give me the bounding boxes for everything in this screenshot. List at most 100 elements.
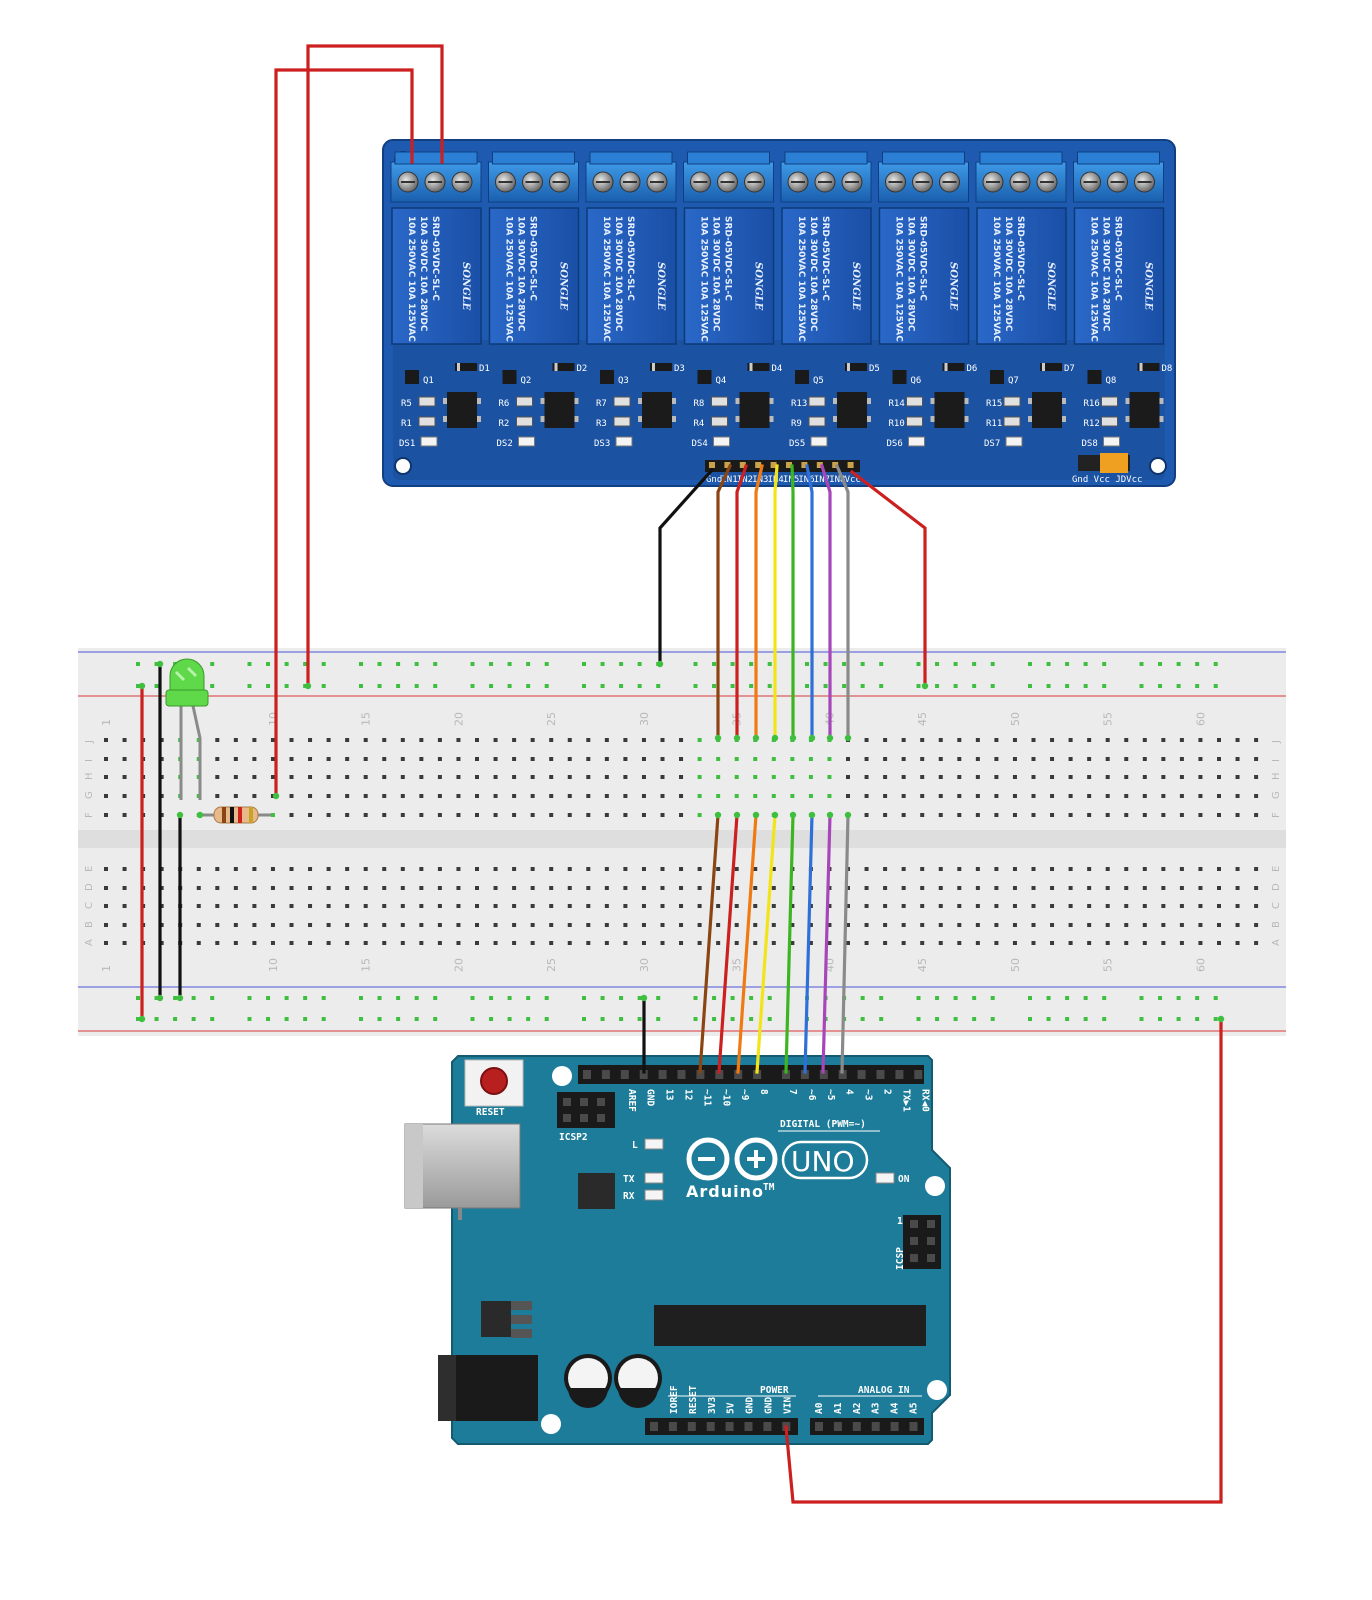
breadboard-hole[interactable] xyxy=(1105,757,1110,761)
rail-hole[interactable] xyxy=(749,684,754,688)
breadboard-hole[interactable] xyxy=(827,794,832,798)
breadboard-hole[interactable] xyxy=(289,775,294,779)
breadboard-hole[interactable] xyxy=(1050,886,1055,890)
rail-hole[interactable] xyxy=(544,1017,549,1021)
rail-hole[interactable] xyxy=(284,1017,289,1021)
breadboard-hole[interactable] xyxy=(104,813,108,817)
breadboard-hole[interactable] xyxy=(437,738,442,742)
breadboard-hole[interactable] xyxy=(901,738,906,742)
breadboard-hole[interactable] xyxy=(883,813,888,817)
breadboard-hole[interactable] xyxy=(215,757,220,761)
breadboard-hole[interactable] xyxy=(901,941,906,945)
rail-hole[interactable] xyxy=(396,1017,401,1021)
breadboard-hole[interactable] xyxy=(437,904,442,908)
rail-hole[interactable] xyxy=(433,662,438,666)
breadboard-hole[interactable] xyxy=(994,886,999,890)
breadboard-hole[interactable] xyxy=(1050,775,1055,779)
breadboard-hole[interactable] xyxy=(1068,904,1073,908)
breadboard-hole[interactable] xyxy=(437,923,442,927)
rail-hole[interactable] xyxy=(1158,996,1163,1000)
breadboard-hole[interactable] xyxy=(456,813,461,817)
breadboard-hole[interactable] xyxy=(1217,923,1221,927)
breadboard-hole[interactable] xyxy=(549,794,554,798)
rail-hole[interactable] xyxy=(730,996,735,1000)
breadboard-hole[interactable] xyxy=(975,738,980,742)
breadboard-hole[interactable] xyxy=(753,886,758,890)
breadboard-hole[interactable] xyxy=(920,775,925,779)
breadboard-hole[interactable] xyxy=(308,923,313,927)
breadboard-hole[interactable] xyxy=(233,738,238,742)
rail-hole[interactable] xyxy=(879,996,884,1000)
breadboard-hole[interactable] xyxy=(382,738,387,742)
breadboard-hole[interactable] xyxy=(1254,923,1259,927)
breadboard-hole[interactable] xyxy=(1198,813,1203,817)
breadboard-hole[interactable] xyxy=(1198,867,1203,871)
breadboard-hole[interactable] xyxy=(326,775,331,779)
breadboard-hole[interactable] xyxy=(734,904,739,908)
breadboard-hole[interactable] xyxy=(1012,867,1017,871)
breadboard-hole[interactable] xyxy=(901,794,906,798)
icsp2-header[interactable] xyxy=(557,1092,615,1128)
breadboard-hole[interactable] xyxy=(289,757,294,761)
breadboard-hole[interactable] xyxy=(846,886,850,890)
breadboard-hole[interactable] xyxy=(808,794,813,798)
breadboard-hole[interactable] xyxy=(1050,794,1055,798)
breadboard-hole[interactable] xyxy=(901,757,906,761)
breadboard-hole[interactable] xyxy=(437,757,442,761)
breadboard-hole[interactable] xyxy=(419,775,424,779)
breadboard-hole[interactable] xyxy=(920,904,925,908)
breadboard-hole[interactable] xyxy=(326,904,331,908)
breadboard-hole[interactable] xyxy=(104,886,108,890)
breadboard-hole[interactable] xyxy=(122,923,127,927)
breadboard-hole[interactable] xyxy=(1068,757,1073,761)
breadboard-hole[interactable] xyxy=(586,738,591,742)
rail-hole[interactable] xyxy=(1102,684,1107,688)
breadboard-hole[interactable] xyxy=(1179,738,1184,742)
rail-hole[interactable] xyxy=(1083,662,1088,666)
breadboard-hole[interactable] xyxy=(938,923,943,927)
breadboard-hole[interactable] xyxy=(1012,757,1017,761)
rail-hole[interactable] xyxy=(860,662,865,666)
breadboard-hole[interactable] xyxy=(419,757,424,761)
rail-hole[interactable] xyxy=(693,996,698,1000)
breadboard-hole[interactable] xyxy=(400,794,405,798)
rail-hole[interactable] xyxy=(544,684,549,688)
breadboard-hole[interactable] xyxy=(512,757,517,761)
rail-hole[interactable] xyxy=(154,1017,159,1021)
breadboard-hole[interactable] xyxy=(252,775,257,779)
breadboard-hole[interactable] xyxy=(326,923,331,927)
rail-hole[interactable] xyxy=(842,662,847,666)
breadboard-hole[interactable] xyxy=(975,923,980,927)
breadboard-hole[interactable] xyxy=(1179,923,1184,927)
rail-hole[interactable] xyxy=(990,662,995,666)
breadboard-hole[interactable] xyxy=(846,775,850,779)
breadboard-hole[interactable] xyxy=(1087,738,1092,742)
breadboard-hole[interactable] xyxy=(641,775,646,779)
breadboard-hole[interactable] xyxy=(679,738,684,742)
screw-terminal[interactable] xyxy=(690,171,711,193)
breadboard-hole[interactable] xyxy=(512,941,517,945)
breadboard-hole[interactable] xyxy=(938,941,943,945)
breadboard-hole[interactable] xyxy=(363,923,368,927)
screw-terminal[interactable] xyxy=(397,171,419,193)
icsp-header[interactable] xyxy=(903,1215,941,1269)
breadboard-hole[interactable] xyxy=(233,867,238,871)
rail-hole[interactable] xyxy=(860,996,865,1000)
breadboard-hole[interactable] xyxy=(1235,867,1240,871)
rail-hole[interactable] xyxy=(1065,662,1070,666)
rail-hole[interactable] xyxy=(414,996,419,1000)
rail-hole[interactable] xyxy=(154,662,159,666)
screw-terminal[interactable] xyxy=(717,171,738,193)
breadboard-hole[interactable] xyxy=(493,738,498,742)
screw-terminal[interactable] xyxy=(424,171,446,193)
breadboard-hole[interactable] xyxy=(938,886,943,890)
digital-pin[interactable] xyxy=(715,1070,724,1079)
breadboard-hole[interactable] xyxy=(586,794,591,798)
breadboard-hole[interactable] xyxy=(604,757,609,761)
rail-hole[interactable] xyxy=(507,662,512,666)
breadboard-hole[interactable] xyxy=(1142,941,1147,945)
breadboard-hole[interactable] xyxy=(1087,904,1092,908)
header-pin[interactable] xyxy=(832,462,839,468)
analog-pin[interactable] xyxy=(833,1422,842,1431)
breadboard-hole[interactable] xyxy=(679,923,684,927)
